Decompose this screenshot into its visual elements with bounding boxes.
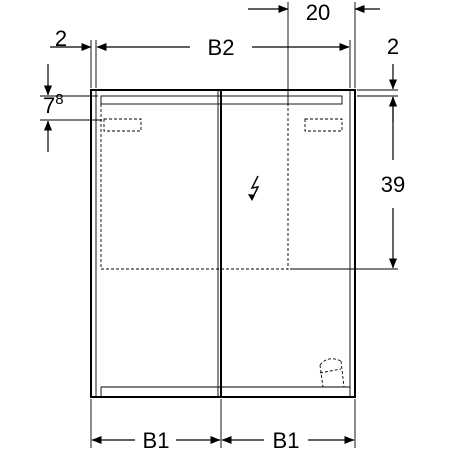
right-offset-label: 20 — [306, 0, 330, 25]
inner-height-label: 39 — [381, 172, 405, 197]
right-gap-label: 2 — [387, 34, 399, 59]
socket-outline — [319, 358, 345, 388]
inner-compartment — [100, 104, 289, 270]
top-height-sup: 8 — [55, 91, 63, 108]
hinge-marker-left — [103, 118, 142, 132]
bottom-right-label: B1 — [273, 428, 300, 450]
cabinet-outline — [90, 89, 356, 398]
light-strip — [100, 95, 343, 105]
cabinet — [90, 89, 356, 398]
top-height-label: 78 — [43, 91, 64, 118]
left-gap-label: 2 — [55, 26, 67, 51]
dimension-arrows — [44, 4, 397, 444]
lightning-bolt-arrowhead — [248, 194, 255, 201]
top-width-label: B2 — [208, 35, 235, 60]
extension-lines — [40, 2, 398, 448]
bottom-left-label: B1 — [143, 428, 170, 450]
lightning-bolt-icon — [250, 175, 260, 200]
hinge-marker-right — [304, 118, 343, 132]
top-height-main: 7 — [43, 93, 55, 118]
